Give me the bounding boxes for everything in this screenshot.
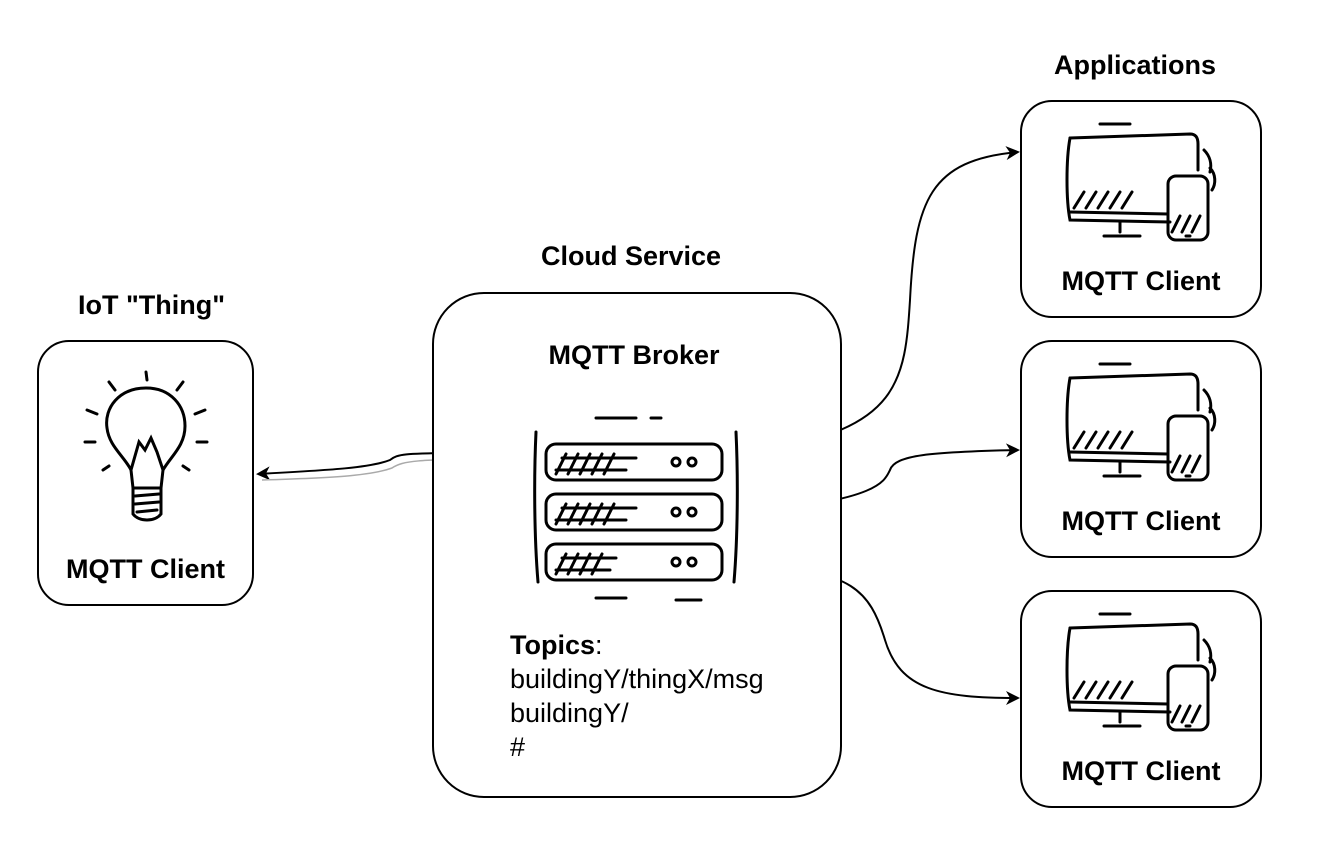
cloud-service-title: Cloud Service	[541, 241, 722, 271]
app-client-label: MQTT Client	[1061, 756, 1221, 786]
app-box-1: MQTT Client	[1020, 100, 1262, 318]
desktop-phone-icon	[1065, 362, 1217, 482]
desktop-phone-icon	[1065, 612, 1217, 732]
topics-heading-line: Topics:	[510, 628, 764, 662]
cloud-service-box: MQTT Broker Topics: buildingY/thingX/msg…	[432, 292, 842, 798]
desktop-phone-icon	[1065, 122, 1217, 242]
topic-item: #	[510, 732, 526, 762]
topics-colon: :	[595, 630, 603, 660]
topics-heading: Topics	[510, 630, 596, 660]
topics-block: Topics: buildingY/thingX/msg buildingY/ …	[510, 628, 764, 764]
iot-thing-title: IoT "Thing"	[78, 290, 226, 320]
lightbulb-icon	[83, 370, 209, 522]
app-client-label: MQTT Client	[1061, 506, 1221, 536]
server-icon	[533, 416, 739, 602]
topic-item: buildingY/thingX/msg	[510, 664, 764, 694]
applications-title: Applications	[1054, 50, 1217, 80]
broker-label: MQTT Broker	[548, 340, 720, 370]
app-box-2: MQTT Client	[1020, 340, 1262, 558]
app-client-label: MQTT Client	[1061, 266, 1221, 296]
iot-thing-box: MQTT Client	[37, 340, 254, 606]
broker-app1-link	[758, 146, 1020, 456]
app-box-3: MQTT Client	[1020, 590, 1262, 808]
topic-item: buildingY/	[510, 698, 629, 728]
iot-client-label: MQTT Client	[66, 554, 225, 584]
